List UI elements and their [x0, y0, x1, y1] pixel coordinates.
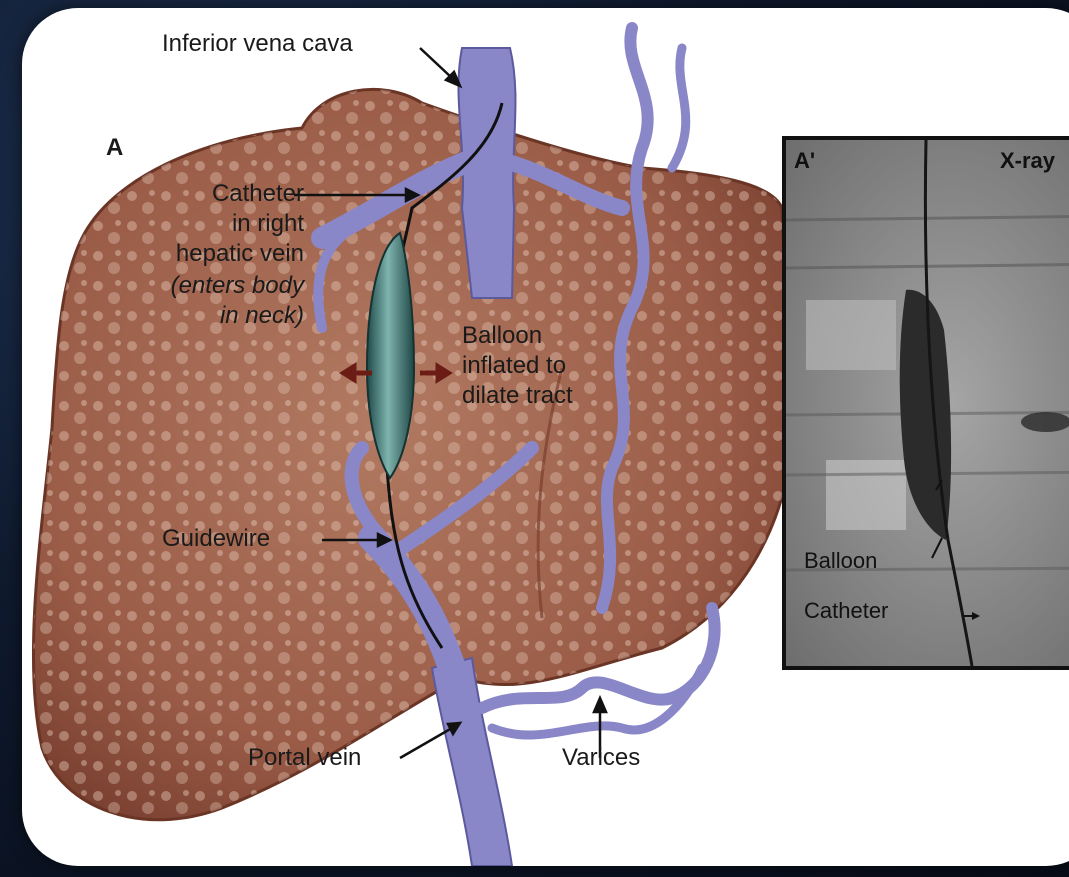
guidewire-label: Guidewire: [162, 525, 270, 553]
portal-vein-vessel: [432, 658, 512, 866]
xray-balloon-label: Balloon: [804, 548, 877, 574]
balloon-label-3: dilate tract: [462, 382, 573, 410]
diagram-card: A Inferior vena cava Catheter in right h…: [22, 8, 1069, 866]
catheter-label-3: hepatic vein: [176, 240, 304, 268]
catheter-label-4: (enters body: [171, 272, 304, 300]
ivc-label: Inferior vena cava: [162, 30, 353, 58]
xray-arrows: [904, 508, 984, 628]
panel-a-letter: A: [106, 134, 123, 162]
xray-catheter-label: Catheter: [804, 598, 888, 624]
catheter-label-1: Catheter: [212, 180, 304, 208]
catheter-label-2: in right: [232, 210, 304, 238]
portal-vein-label: Portal vein: [248, 744, 361, 772]
varices-label: Varices: [562, 744, 640, 772]
xray-title: X-ray: [1000, 148, 1055, 174]
panel-a-prime-letter: A': [794, 148, 815, 174]
balloon-label-1: Balloon: [462, 322, 542, 350]
balloon-label-2: inflated to: [462, 352, 566, 380]
catheter-label-5: in neck): [220, 302, 304, 330]
